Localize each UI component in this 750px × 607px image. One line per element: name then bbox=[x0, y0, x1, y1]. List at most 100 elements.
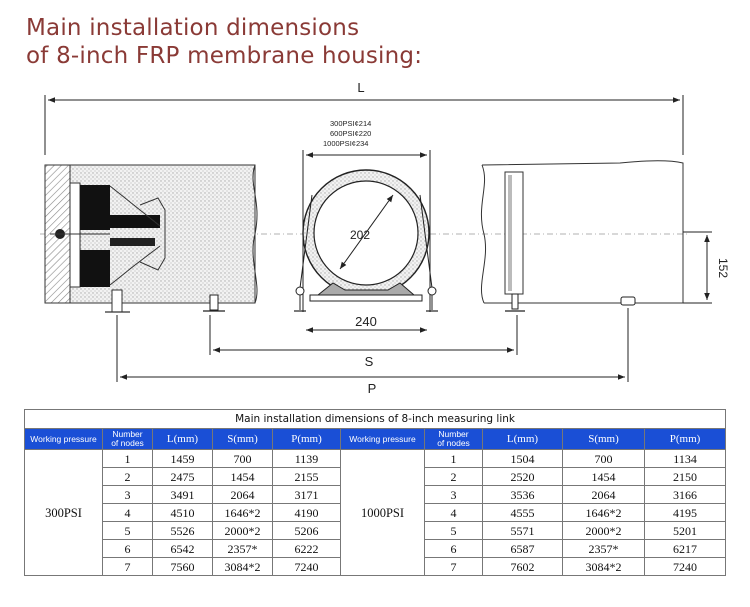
cell-S: 2064 bbox=[212, 485, 273, 504]
left-support-foot bbox=[203, 294, 225, 312]
pressure-note-300: 300PSI¢214 bbox=[330, 119, 371, 128]
cell-L: 6542 bbox=[152, 539, 213, 558]
header-P-left: P(mm) bbox=[272, 428, 341, 450]
cell-S: 700 bbox=[562, 449, 645, 468]
cell-S: 3084*2 bbox=[212, 557, 273, 576]
cell-P: 3171 bbox=[272, 485, 341, 504]
cell-P: 7240 bbox=[272, 557, 341, 576]
cell-L: 2475 bbox=[152, 467, 213, 486]
cell-S: 2000*2 bbox=[562, 521, 645, 540]
cell-nodes: 4 bbox=[102, 503, 153, 522]
cell-L: 3536 bbox=[482, 485, 563, 504]
height-label: 152 bbox=[716, 258, 730, 278]
cell-L: 3491 bbox=[152, 485, 213, 504]
dimension-S-label: S bbox=[365, 354, 374, 369]
cell-nodes: 3 bbox=[424, 485, 483, 504]
cell-L: 1459 bbox=[152, 449, 213, 468]
dimension-table: Main installation dimensions of 8-inch m… bbox=[23, 409, 727, 576]
cell-P: 1134 bbox=[643, 449, 727, 468]
cell-L: 7560 bbox=[152, 557, 213, 576]
heading-line-2: of 8-inch FRP membrane housing: bbox=[26, 43, 423, 69]
cell-nodes: 1 bbox=[424, 449, 483, 468]
cell-nodes: 5 bbox=[102, 521, 153, 540]
cell-S: 1454 bbox=[562, 467, 645, 486]
dimension-table-wrapper: Main installation dimensions of 8-inch m… bbox=[23, 409, 727, 576]
cell-P: 2155 bbox=[272, 467, 341, 486]
header-L-right: L(mm) bbox=[482, 428, 563, 450]
cell-nodes: 7 bbox=[424, 557, 483, 576]
heading-line-1: Main installation dimensions bbox=[26, 15, 360, 41]
cell-P: 5201 bbox=[643, 521, 727, 540]
dimension-P-label: P bbox=[368, 381, 377, 396]
cell-L: 2520 bbox=[482, 467, 563, 486]
break-line-left bbox=[252, 164, 258, 304]
cell-P: 6222 bbox=[272, 539, 341, 558]
cell-L: 4510 bbox=[152, 503, 213, 522]
cell-S: 1646*2 bbox=[562, 503, 645, 522]
cell-L: 5526 bbox=[152, 521, 213, 540]
cell-S: 2064 bbox=[562, 485, 645, 504]
cell-S: 700 bbox=[212, 449, 273, 468]
header-working-pressure-right: Working pressure bbox=[340, 428, 425, 450]
pressure-group-label: 1000PSI bbox=[340, 449, 425, 576]
cell-nodes: 3 bbox=[102, 485, 153, 504]
cell-P: 3166 bbox=[643, 485, 727, 504]
page-heading: Main installation dimensions of 8-inch F… bbox=[26, 14, 422, 70]
cell-nodes: 4 bbox=[424, 503, 483, 522]
cell-P: 6217 bbox=[643, 539, 727, 558]
cell-S: 1454 bbox=[212, 467, 273, 486]
cell-S: 3084*2 bbox=[562, 557, 645, 576]
cell-L: 7602 bbox=[482, 557, 563, 576]
cell-P: 1139 bbox=[272, 449, 341, 468]
diameter-label: 202 bbox=[350, 228, 370, 242]
dimension-S: S bbox=[209, 315, 518, 369]
header-S-left: S(mm) bbox=[212, 428, 273, 450]
cell-P: 5206 bbox=[272, 521, 341, 540]
cell-S: 2000*2 bbox=[212, 521, 273, 540]
pressure-note-1000: 1000PSI¢234 bbox=[323, 139, 368, 148]
dimension-L-label: L bbox=[357, 80, 364, 95]
header-P-right: P(mm) bbox=[643, 428, 727, 450]
cell-P: 4190 bbox=[272, 503, 341, 522]
pressure-note-600: 600PSI¢220 bbox=[330, 129, 371, 138]
cell-nodes: 7 bbox=[102, 557, 153, 576]
cell-L: 5571 bbox=[482, 521, 563, 540]
cell-P: 2150 bbox=[643, 467, 727, 486]
cell-S: 1646*2 bbox=[212, 503, 273, 522]
left-end-cap bbox=[44, 164, 256, 313]
cell-P: 7240 bbox=[643, 557, 727, 576]
cell-nodes: 6 bbox=[102, 539, 153, 558]
header-L-left: L(mm) bbox=[152, 428, 213, 450]
right-end-cap: 152 bbox=[480, 160, 730, 312]
cell-L: 1504 bbox=[482, 449, 563, 468]
table-title: Main installation dimensions of 8-inch m… bbox=[23, 409, 727, 429]
cell-P: 4195 bbox=[643, 503, 727, 522]
header-working-pressure-left: Working pressure bbox=[24, 428, 103, 450]
cell-nodes: 5 bbox=[424, 521, 483, 540]
pressure-group-label: 300PSI bbox=[24, 449, 103, 576]
housing-drawing: L 300PSI¢214 600PSI¢220 1000PSI¢234 202 bbox=[40, 80, 730, 396]
dimension-L: L bbox=[44, 80, 684, 155]
cell-nodes: 2 bbox=[424, 467, 483, 486]
base-width-label: 240 bbox=[355, 314, 377, 329]
cell-nodes: 2 bbox=[102, 467, 153, 486]
dimension-P: P bbox=[116, 308, 629, 396]
cell-nodes: 1 bbox=[102, 449, 153, 468]
header-S-right: S(mm) bbox=[562, 428, 645, 450]
cell-L: 6587 bbox=[482, 539, 563, 558]
cross-section: 300PSI¢214 600PSI¢220 1000PSI¢234 202 24… bbox=[294, 119, 438, 333]
cell-L: 4555 bbox=[482, 503, 563, 522]
cell-nodes: 6 bbox=[424, 539, 483, 558]
cell-S: 2357* bbox=[562, 539, 645, 558]
cell-S: 2357* bbox=[212, 539, 273, 558]
